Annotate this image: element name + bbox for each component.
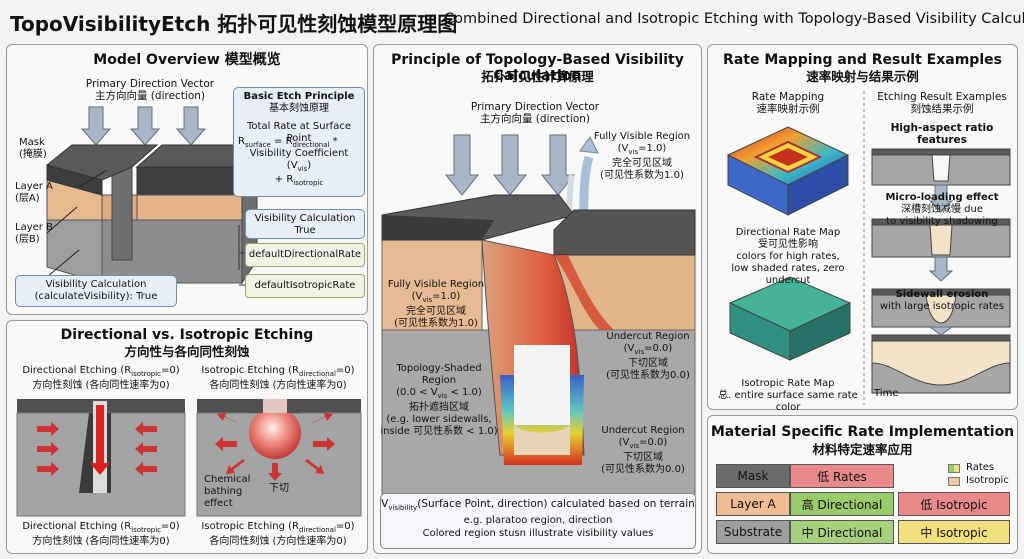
formula-line-2: Visibility Coefficient	[249, 148, 349, 159]
rm-subtitle: Rate Mapping 速率映射示例	[751, 91, 825, 115]
visibility-calc-fn: (calculateVisibility): True	[34, 291, 158, 302]
material-layer-a: Layer A	[716, 492, 790, 516]
direction-vector-label: Primary Direction Vector 主方向向量 (directio…	[85, 78, 215, 102]
footer-line-3: Colored region stusn illustrate visibili…	[422, 528, 654, 539]
material-substrate-iso: 中 Isotropic	[898, 520, 1010, 544]
etching-results-title: Etching Result Examples 刻蚀结果示例	[877, 91, 1007, 115]
visibility-footer-box: Vvisibility(Surface Point, direction) ca…	[380, 493, 696, 549]
dir-vs-iso-panel: Directional vs. Isotropic Etching 方向性与各向…	[6, 320, 368, 554]
setting-connector-lines	[238, 225, 245, 286]
material-title: Material Specific Rate Implementation	[710, 424, 1015, 440]
formula-line-3: (Vvis)	[286, 160, 312, 173]
total-rate-label: Total Rate at Surface Point	[247, 121, 351, 144]
material-substrate-dir: 中 Directional	[790, 520, 894, 544]
formula-line-1: Rsurface = Rdirectional *	[238, 136, 338, 149]
layer-b-label: Layer B (层B)	[15, 222, 53, 245]
dir-vs-iso-title: Directional vs. Isotropic Etching	[60, 327, 314, 343]
default-isotropic-rate-box: defaultIsotropicRate	[245, 274, 365, 298]
material-layer-a-iso: 低 Isotropic	[898, 492, 1010, 516]
directional-rate-map-label: Directional Rate Map 受可见性影响 colors for h…	[731, 227, 845, 286]
topology-shaded-label: Topology-Shaded Region (0.0 < Vvis < 1.0…	[380, 363, 498, 437]
basic-etch-principle-box: Basic Etch Principle 基本刻蚀原理 Total Rate a…	[233, 87, 365, 197]
layer-a-label: Layer A (层A)	[15, 181, 53, 204]
model-overview-panel: Model Overview 模型概览 Primary Direction Ve…	[6, 44, 368, 315]
visibility-calc-text: Visibility Calculation	[45, 279, 147, 290]
default-isotropic-rate-text: defaultIsotropicRate	[254, 280, 356, 291]
legend: Rates Isotropic	[946, 461, 1016, 489]
micro-loading-label: Micro-loading effect 深槽刻蚀减慢 due to visib…	[885, 192, 999, 227]
material-mask: Mask	[716, 464, 790, 488]
visibility-cross-section	[381, 134, 696, 496]
fully-visible-right-label: Fully Visible Region (Vvis=1.0) 完全可见区域 (…	[593, 131, 691, 181]
rate-mapping-panel: Rate Mapping and Result Examples 速率映射与结果…	[707, 44, 1018, 413]
high-aspect-label: High-aspect ratio features	[890, 122, 994, 146]
footer-line-2: e.g. plaratoo region, direction	[463, 515, 613, 526]
dir-top-caption: Directional Etching (Risotropic=0) 方向性刻蚀…	[22, 365, 180, 391]
dir-bottom-caption: Directional Etching (Risotropic=0) 方向性刻蚀…	[22, 521, 180, 547]
sidewall-erosion-label: Sidewall erosion with large isotropic ra…	[879, 289, 1005, 312]
legend-iso-label: Isotropic	[966, 475, 1009, 486]
visibility-setting-label: Visibility Calculation	[254, 213, 356, 224]
material-layer-a-dir: 高 Directional	[790, 492, 894, 516]
formula-line-4: + Risotropic	[274, 174, 324, 187]
material-substrate: Substrate	[716, 520, 790, 544]
default-directional-rate-text: defaultDirectionalRate	[248, 249, 362, 260]
page-title: TopoVisibilityEtch 拓扑可见性刻蚀模型原理图	[10, 12, 458, 36]
undercut-label-cn: 下切	[269, 483, 289, 494]
page-subtitle: Combined Directional and Isotropic Etchi…	[444, 11, 1024, 27]
fully-visible-left-label: Fully Visible Region (Vvis=1.0) 完全可见区域 (…	[387, 279, 485, 329]
material-mask-rate: 低 Rates	[790, 464, 894, 488]
rate-mapping-title-cn: 速率映射与结果示例	[806, 69, 919, 84]
header: TopoVisibilityEtch 拓扑可见性刻蚀模型原理图 Combined…	[0, 0, 1024, 40]
undercut-bottom-label: Undercut Region (Vvis=0.0) 下切区域 (可见性系数为0…	[601, 425, 685, 475]
visibility-setting-box: Visibility Calculation True	[245, 209, 365, 239]
legend-iso-swatch	[948, 477, 960, 486]
principle-panel: Principle of Topology-Based Visibility C…	[373, 44, 702, 554]
isotropic-rate-map-label: Isotropic Rate Map 总. entire surface sam…	[718, 378, 858, 413]
rate-maps-illustration	[726, 91, 1011, 405]
material-title-cn: 材料特定速率应用	[812, 442, 913, 457]
dir-vs-iso-illustration	[16, 399, 362, 517]
dir-vs-iso-title-cn: 方向性与各向同性刻蚀	[124, 344, 250, 359]
principle-title: Principle of Topology-Based Visibility C…	[391, 52, 684, 84]
legend-rates-label: Rates	[966, 462, 995, 473]
principle-title: Basic Etch Principle	[243, 91, 355, 102]
mask-label: Mask (掩膜)	[19, 137, 47, 160]
visibility-setting-value: True	[294, 225, 316, 236]
principle-title-cn: 基本刻蚀原理	[269, 103, 329, 114]
undercut-top-label: Undercut Region (Vvis=0.0) 下切区域 (可见性系数为0…	[606, 331, 690, 381]
model-overview-title: Model Overview 模型概览	[93, 52, 281, 68]
iso-bottom-caption: Isotropic Etching (Rdirectional=0) 各向同性刻…	[201, 521, 355, 547]
material-panel: Material Specific Rate Implementation 材料…	[707, 415, 1018, 554]
footer-line-1: Vvisibility(Surface Point, direction) ca…	[381, 498, 695, 513]
rate-mapping-title: Rate Mapping and Result Examples	[723, 52, 1002, 68]
chemical-bathing-label: Chemical bathing effect	[204, 474, 251, 509]
principle-direction-label: Primary Direction Vector 主方向向量 (directio…	[470, 101, 600, 125]
default-directional-rate-box: defaultDirectionalRate	[245, 243, 365, 267]
time-label: Time	[874, 388, 899, 399]
principle-title-cn: 拓扑可见性计算原理	[481, 69, 594, 84]
legend-rates-swatch	[948, 464, 960, 473]
iso-top-caption: Isotropic Etching (Rdirectional=0) 各向同性刻…	[201, 365, 355, 391]
visibility-calc-note: Visibility Calculation (calculateVisibil…	[15, 275, 177, 307]
stack-3d-illustration	[46, 106, 258, 285]
